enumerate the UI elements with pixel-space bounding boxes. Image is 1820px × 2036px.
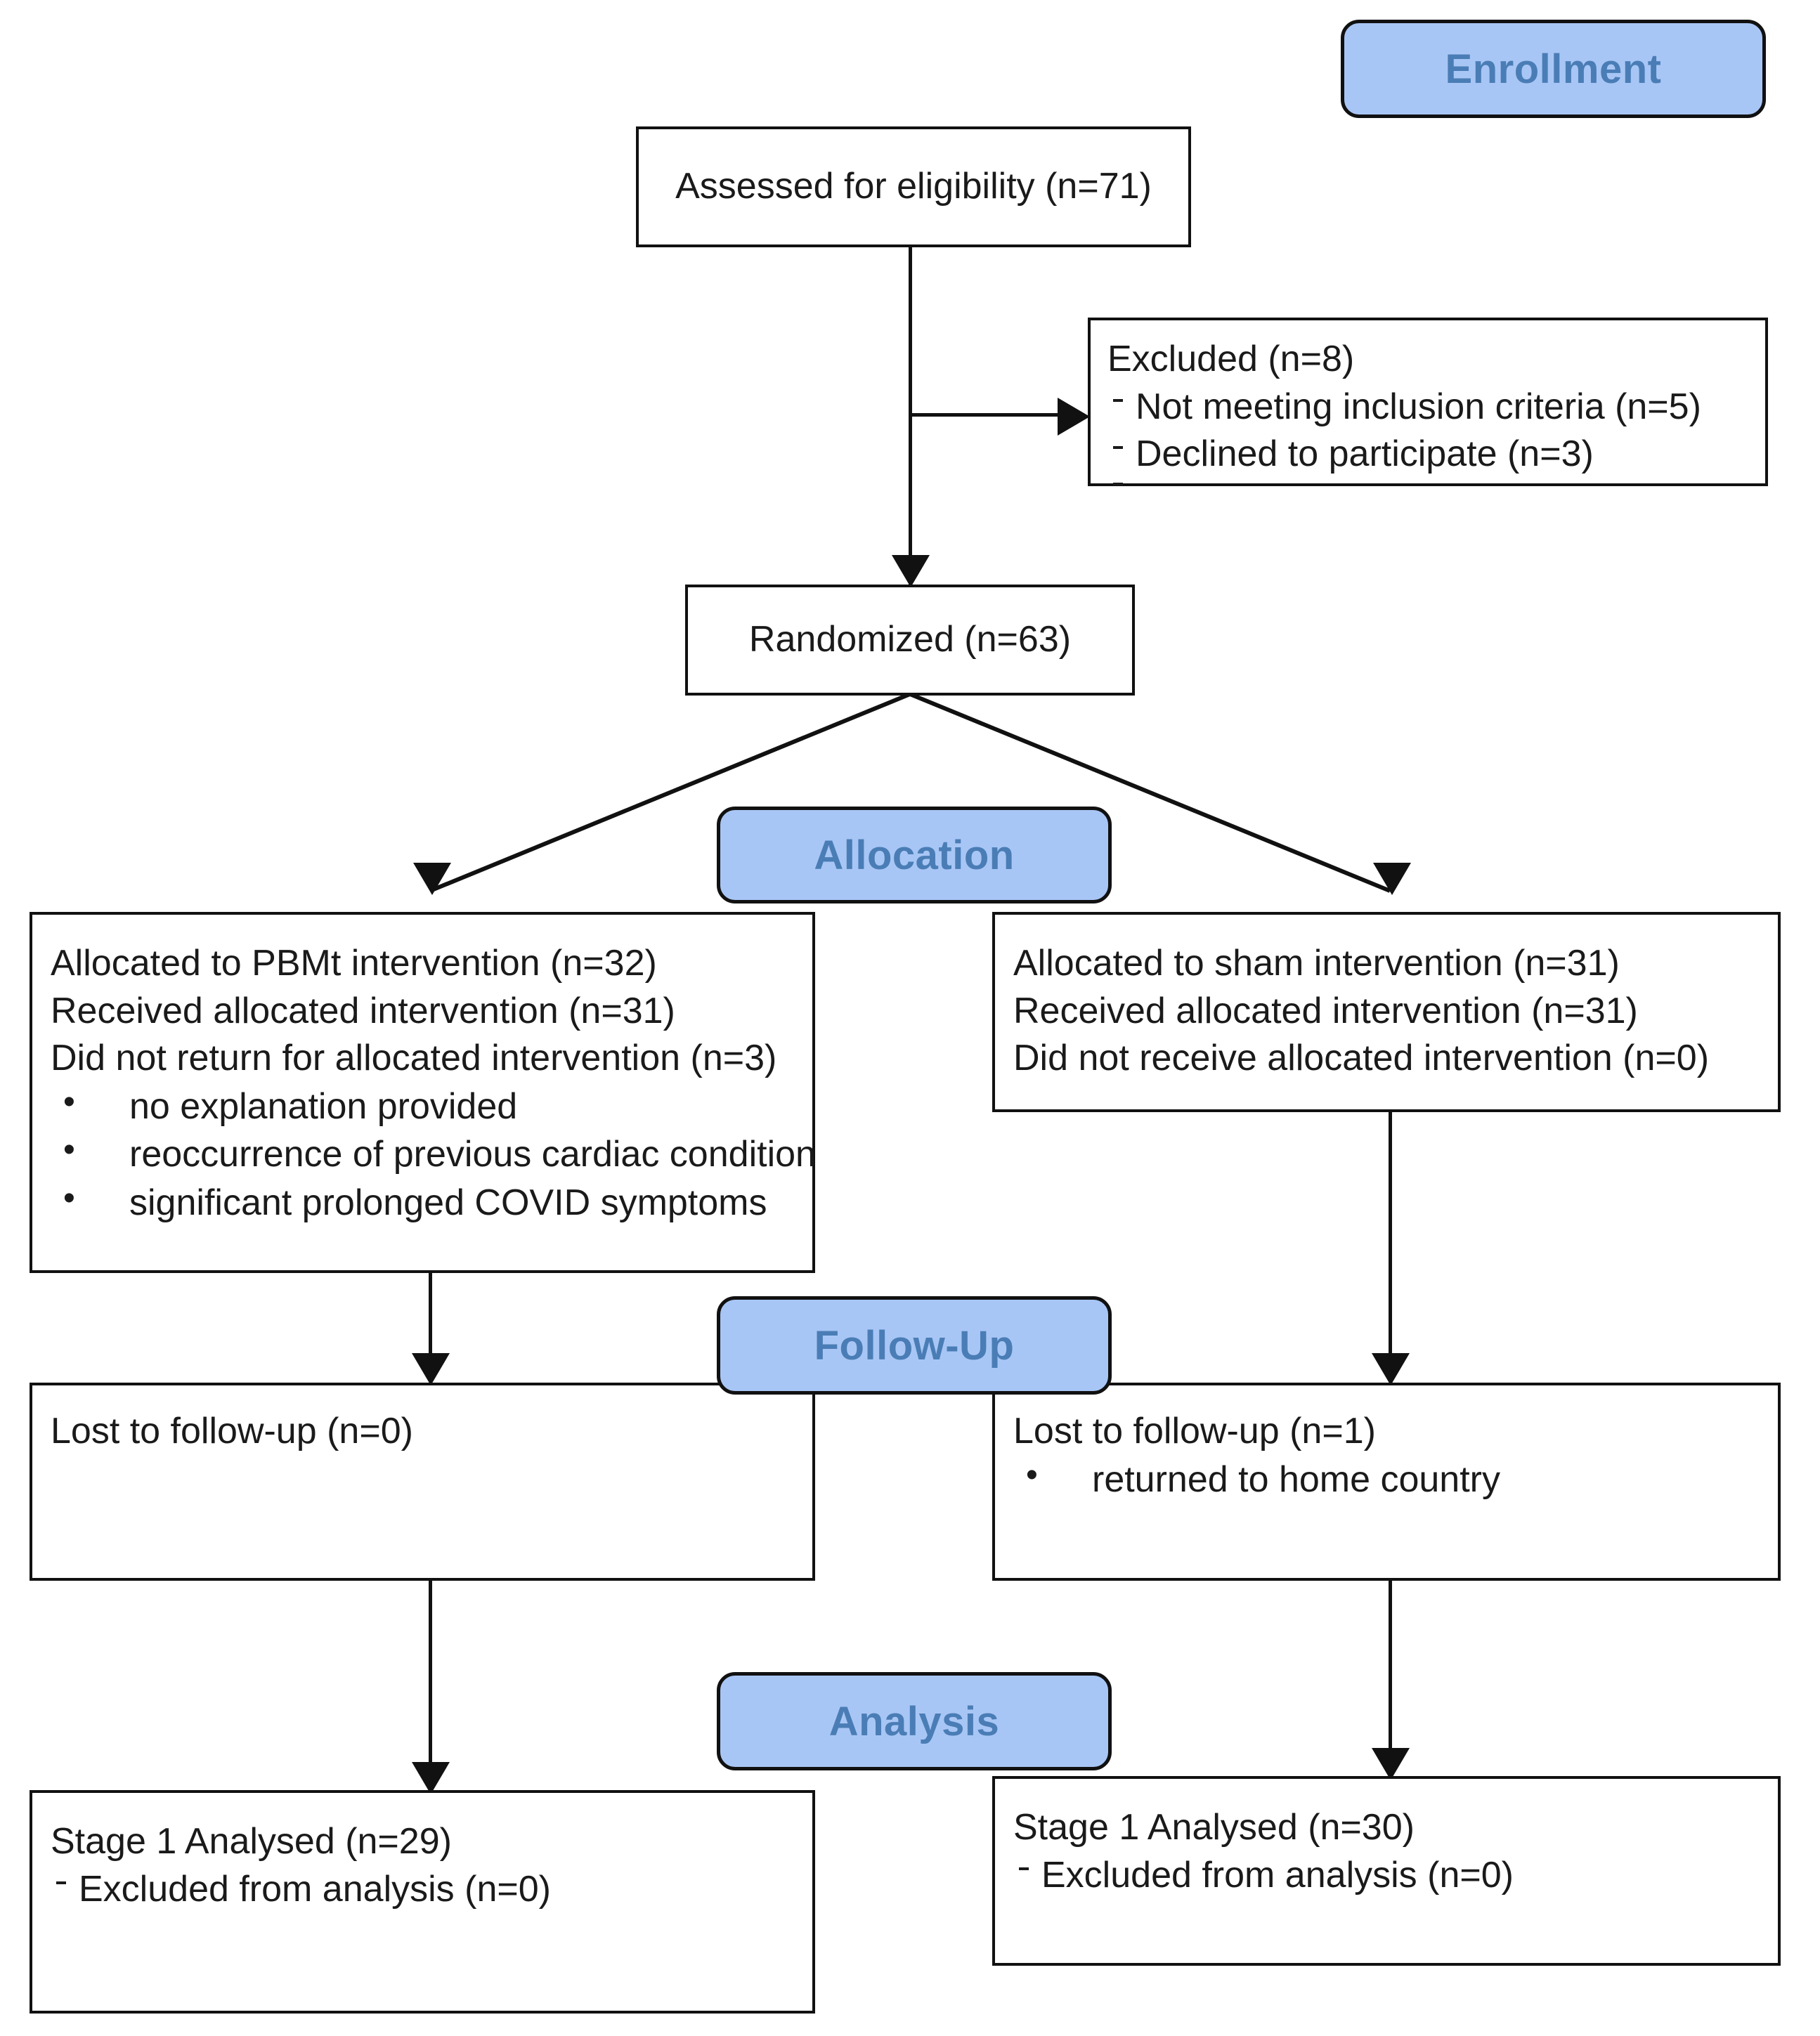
connector-assessed-to-randomized [909, 244, 912, 589]
arrowhead-left-analysis [412, 1762, 450, 1794]
box-assessed-for-eligibility: Assessed for eligibility (n=71) [636, 126, 1191, 247]
right-analysis-heading: Stage 1 Analysed (n=30) [1013, 1807, 1415, 1848]
right-alloc-line-1: Allocated to sham intervention (n=31) [1013, 943, 1620, 984]
stage-badge-followup: Follow-Up [717, 1296, 1112, 1395]
connector-left-followup-to-analysis [429, 1579, 432, 1790]
arrowhead-to-excluded [1058, 398, 1090, 436]
arrowhead-to-left-allocation [413, 863, 451, 895]
right-analysis-excluded: Excluded from analysis (n=0) [1013, 1852, 1760, 1900]
right-followup-bullet-1: returned to home country [1013, 1453, 1760, 1504]
excluded-reason-1: Not meeting inclusion criteria (n=5) [1107, 384, 1748, 431]
connector-right-alloc-to-followup [1389, 1110, 1392, 1377]
left-alloc-line-2: Received allocated intervention (n=31) [51, 990, 675, 1031]
assessed-text: Assessed for eligibility (n=71) [675, 166, 1152, 207]
right-followup-line-1: Lost to follow-up (n=1) [1013, 1411, 1376, 1451]
connector-to-excluded [909, 413, 1084, 417]
connector-right-followup-to-analysis [1389, 1579, 1392, 1776]
arrowhead-right-analysis [1372, 1748, 1410, 1780]
stage-label-allocation: Allocation [814, 832, 1015, 878]
stage-label-analysis: Analysis [828, 1698, 1000, 1744]
box-allocation-left: Allocated to PBMt intervention (n=32) Re… [30, 912, 816, 1273]
left-analysis-heading: Stage 1 Analysed (n=29) [51, 1821, 452, 1862]
arrowhead-to-randomized [892, 555, 930, 587]
left-alloc-line-3: Did not return for allocated interventio… [51, 1038, 777, 1079]
box-randomized: Randomized (n=63) [685, 585, 1135, 696]
randomized-text: Randomized (n=63) [748, 619, 1072, 660]
stage-badge-analysis: Analysis [717, 1672, 1112, 1770]
left-alloc-bullet-1: no explanation provided [51, 1080, 794, 1131]
arrowhead-left-followup [412, 1353, 450, 1385]
box-followup-left: Lost to follow-up (n=0) [30, 1383, 815, 1581]
box-allocation-right: Allocated to sham intervention (n=31) Re… [992, 912, 1781, 1112]
left-alloc-bullet-3: significant prolonged COVID symptoms [51, 1176, 794, 1227]
connector-left-alloc-to-followup [429, 1272, 432, 1377]
excluded-reason-empty [1107, 478, 1748, 500]
arrowhead-right-followup [1372, 1353, 1410, 1385]
box-excluded: Excluded (n=8) Not meeting inclusion cri… [1088, 318, 1768, 486]
left-analysis-excluded: Excluded from analysis (n=0) [51, 1866, 794, 1914]
right-alloc-line-3: Did not receive allocated intervention (… [1013, 1038, 1710, 1079]
stage-badge-enrollment: Enrollment [1341, 20, 1766, 118]
stage-label-enrollment: Enrollment [1445, 46, 1662, 92]
excluded-heading: Excluded (n=8) [1107, 339, 1355, 379]
right-alloc-line-2: Received allocated intervention (n=31) [1013, 990, 1638, 1031]
left-alloc-line-1: Allocated to PBMt intervention (n=32) [51, 943, 657, 984]
arrowhead-to-right-allocation [1373, 863, 1411, 895]
box-analysis-left: Stage 1 Analysed (n=29) Excluded from an… [30, 1790, 815, 2014]
stage-label-followup: Follow-Up [814, 1322, 1015, 1369]
box-analysis-right: Stage 1 Analysed (n=30) Excluded from an… [992, 1776, 1781, 1966]
box-followup-right: Lost to follow-up (n=1) returned to home… [992, 1383, 1781, 1581]
left-followup-line-1: Lost to follow-up (n=0) [51, 1411, 413, 1451]
left-alloc-bullet-2: reoccurrence of previous cardiac conditi… [51, 1128, 816, 1179]
stage-badge-allocation: Allocation [717, 807, 1112, 903]
excluded-reason-2: Declined to participate (n=3) [1107, 431, 1748, 478]
